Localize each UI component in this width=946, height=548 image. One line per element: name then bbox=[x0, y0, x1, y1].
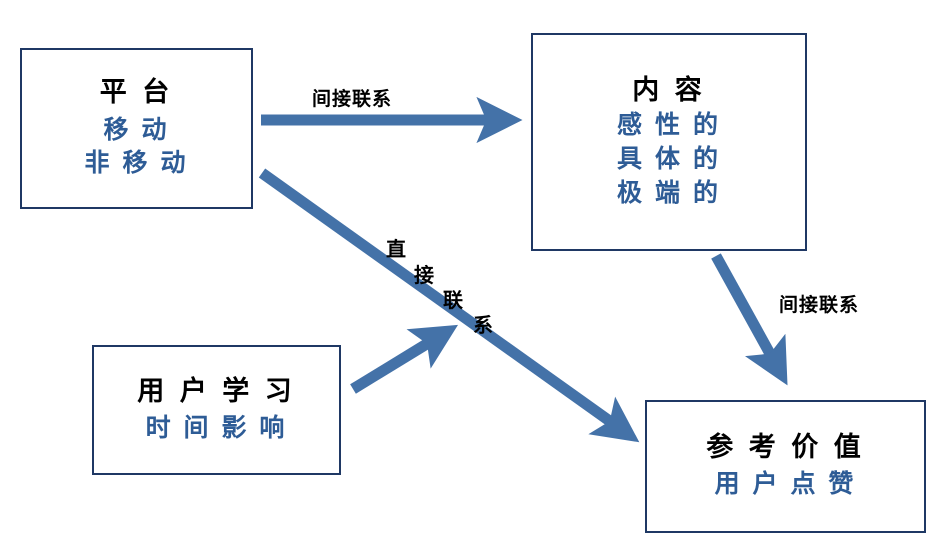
node-content-line-3: 极 端 的 bbox=[617, 178, 721, 207]
node-content-line-2: 具 体 的 bbox=[617, 145, 721, 173]
edge-label-content-to-reference: 间接联系 bbox=[779, 295, 860, 316]
edge-label-platform-to-reference-char-2: 接 bbox=[414, 265, 434, 287]
node-platform-line-1: 移 动 bbox=[103, 115, 170, 144]
node-platform[interactable]: 平 台 移 动 非 移 动 bbox=[20, 48, 253, 209]
arrow-platform-to-reference bbox=[258, 168, 640, 443]
node-content-title: 内 容 bbox=[632, 74, 706, 105]
node-user-learning-line-1: 时 间 影 响 bbox=[145, 413, 288, 442]
node-user-learning[interactable]: 用 户 学 习 时 间 影 响 bbox=[92, 345, 341, 475]
node-content-line-1: 感 性 的 bbox=[617, 111, 721, 140]
node-content[interactable]: 内 容 感 性 的 具 体 的 极 端 的 bbox=[531, 33, 807, 251]
node-user-learning-title: 用 户 学 习 bbox=[137, 375, 296, 406]
node-platform-title: 平 台 bbox=[99, 76, 174, 107]
arrow-learning-to-diagonal bbox=[350, 324, 459, 394]
arrow-content-to-reference bbox=[711, 253, 788, 386]
edge-label-platform-to-reference-char-1: 直 bbox=[386, 239, 406, 261]
edge-label-platform-to-reference-char-4: 系 bbox=[473, 315, 493, 337]
node-reference-value-title: 参 考 价 值 bbox=[706, 432, 865, 463]
edge-label-platform-to-content: 间接联系 bbox=[312, 89, 393, 110]
node-platform-line-2: 非 移 动 bbox=[84, 149, 189, 178]
node-reference-value[interactable]: 参 考 价 值 用 户 点 赞 bbox=[645, 400, 926, 533]
node-reference-value-line-1: 用 户 点 赞 bbox=[714, 470, 857, 498]
edge-label-platform-to-reference-char-3: 联 bbox=[443, 290, 463, 312]
